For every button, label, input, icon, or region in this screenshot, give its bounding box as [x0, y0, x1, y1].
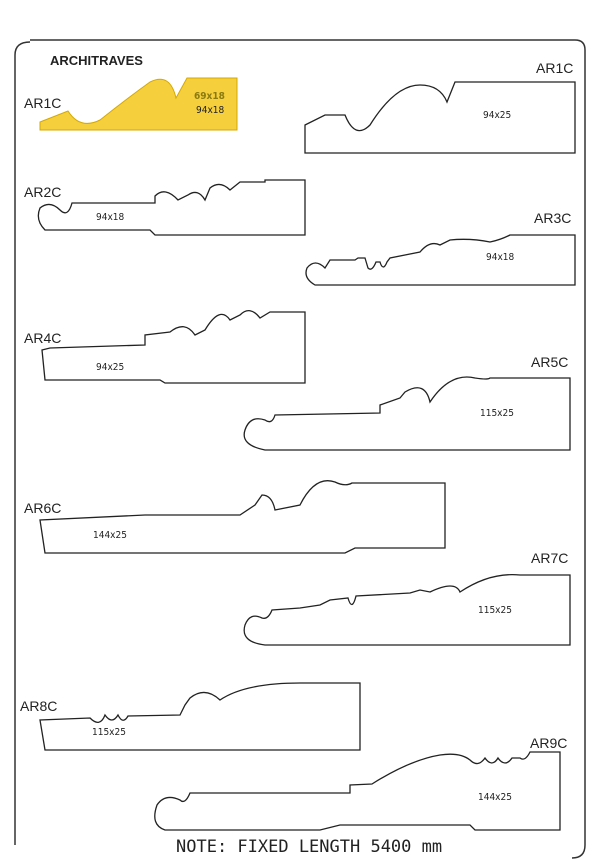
profile-size: 144x25 — [93, 530, 127, 541]
fixed-length-note: NOTE: FIXED LENGTH 5400 mm — [176, 837, 442, 857]
profile-ar9c — [154, 751, 561, 831]
profile-alt-size: 69x18 — [194, 91, 225, 102]
profile-code: AR9C — [530, 735, 567, 751]
profile-ar2c — [37, 179, 306, 236]
profile-code: AR3C — [534, 210, 571, 226]
profile-size: 115x25 — [480, 408, 514, 419]
profile-ar7c — [243, 573, 571, 646]
profile-size: 115x25 — [478, 605, 512, 616]
profile-code: AR1C — [24, 95, 61, 111]
profile-code: AR5C — [531, 354, 568, 370]
profile-size: 94x18 — [486, 252, 514, 263]
profile-ar3c — [305, 234, 576, 286]
profile-ar6c — [39, 480, 446, 554]
page-frame — [14, 39, 586, 859]
profile-size: 94x18 — [96, 212, 124, 223]
profile-code: AR8C — [20, 698, 57, 714]
profile-size: 115x25 — [92, 727, 126, 738]
profile-ar5c — [243, 376, 571, 451]
sheet-title: ARCHITRAVES — [50, 53, 143, 68]
profile-ar1c — [304, 81, 576, 154]
profile-ar1c-highlight — [39, 77, 238, 131]
profile-size: 144x25 — [478, 792, 512, 803]
profile-code: AR1C — [536, 60, 573, 76]
profile-ar8c — [39, 682, 361, 751]
profile-code: AR4C — [24, 330, 61, 346]
profile-code: AR7C — [531, 550, 568, 566]
profile-code: AR2C — [24, 184, 61, 200]
profile-size: 94x25 — [96, 362, 124, 373]
profile-size: 94x25 — [483, 110, 511, 121]
profile-size: 94x18 — [196, 105, 224, 116]
profile-code: AR6C — [24, 500, 61, 516]
profile-ar4c — [41, 310, 306, 384]
